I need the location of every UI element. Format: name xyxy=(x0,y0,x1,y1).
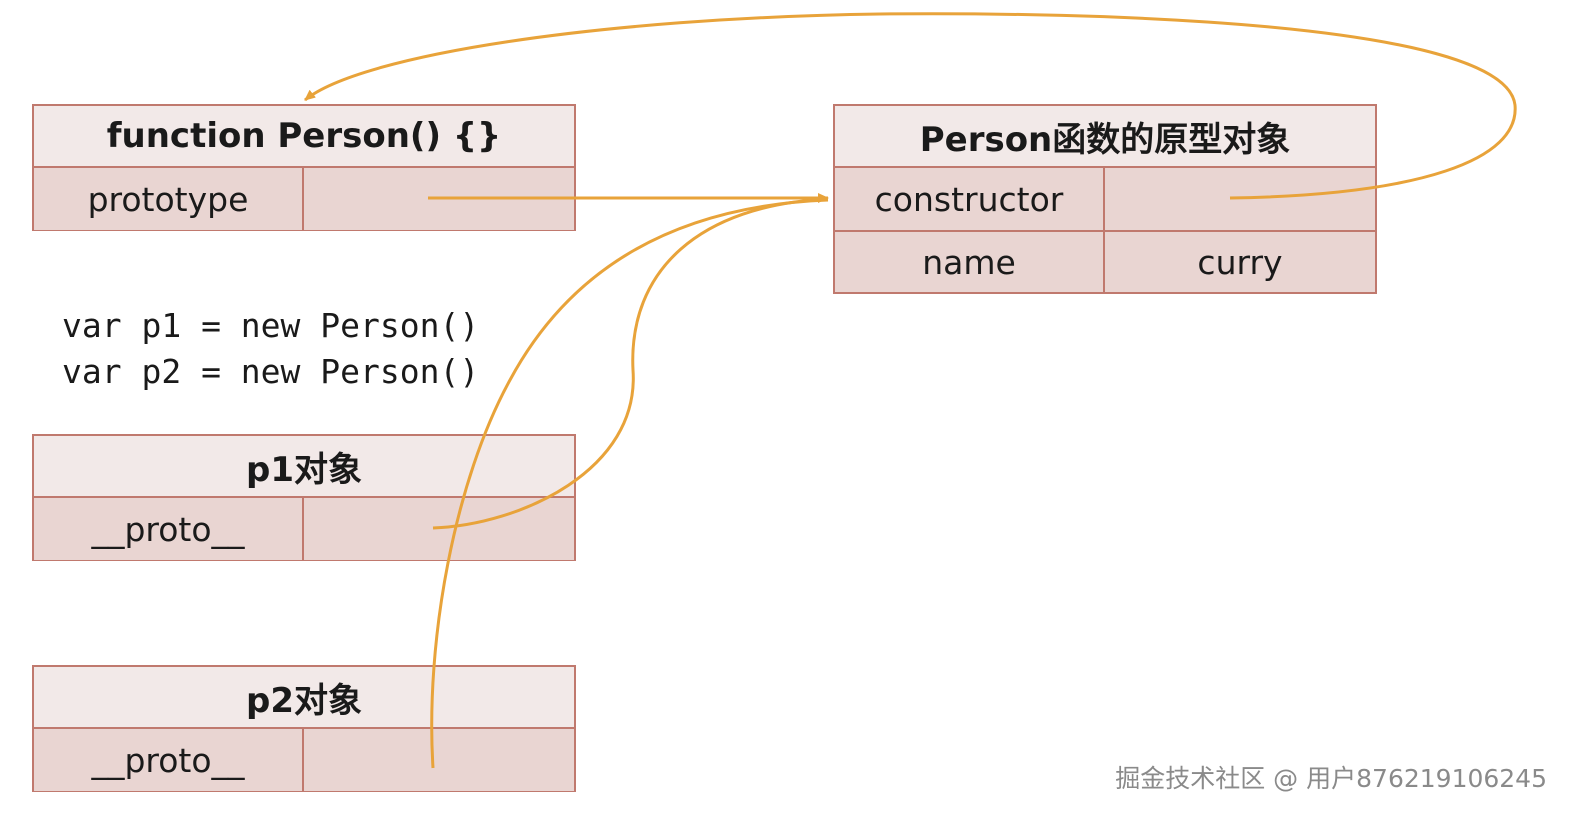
p1-proto-arrow xyxy=(432,197,829,530)
constructor-row: constructor xyxy=(835,168,1375,230)
person-function-title: function Person() {} xyxy=(34,106,574,168)
p2-object-box: p2对象 __proto__ xyxy=(32,665,576,792)
prototype-key: prototype xyxy=(34,168,304,230)
constructor-arrow xyxy=(304,12,1517,200)
p2-object-title: p2对象 xyxy=(34,667,574,729)
name-key: name xyxy=(835,232,1105,292)
prototype-object-title: Person函数的原型对象 xyxy=(835,106,1375,168)
p2-proto-row: __proto__ xyxy=(34,729,574,791)
constructor-key: constructor xyxy=(835,168,1105,230)
p1-object-box: p1对象 __proto__ xyxy=(32,434,576,561)
prototype-object-box: Person函数的原型对象 constructor name curry xyxy=(833,104,1377,294)
watermark: 掘金技术社区 @ 用户876219106245 xyxy=(1115,764,1547,793)
p1-proto-row: __proto__ xyxy=(34,498,574,560)
name-row: name curry xyxy=(835,230,1375,292)
code-block: var p1 = new Person() var p2 = new Person… xyxy=(62,303,479,395)
code-line-2: var p2 = new Person() xyxy=(62,352,480,391)
name-value: curry xyxy=(1197,242,1283,282)
p2-proto-arrow xyxy=(430,198,829,769)
p1-object-title: p1对象 xyxy=(34,436,574,498)
code-line-1: var p1 = new Person() xyxy=(62,306,480,345)
p1-proto-key: __proto__ xyxy=(34,498,304,560)
p2-proto-key: __proto__ xyxy=(34,729,304,791)
